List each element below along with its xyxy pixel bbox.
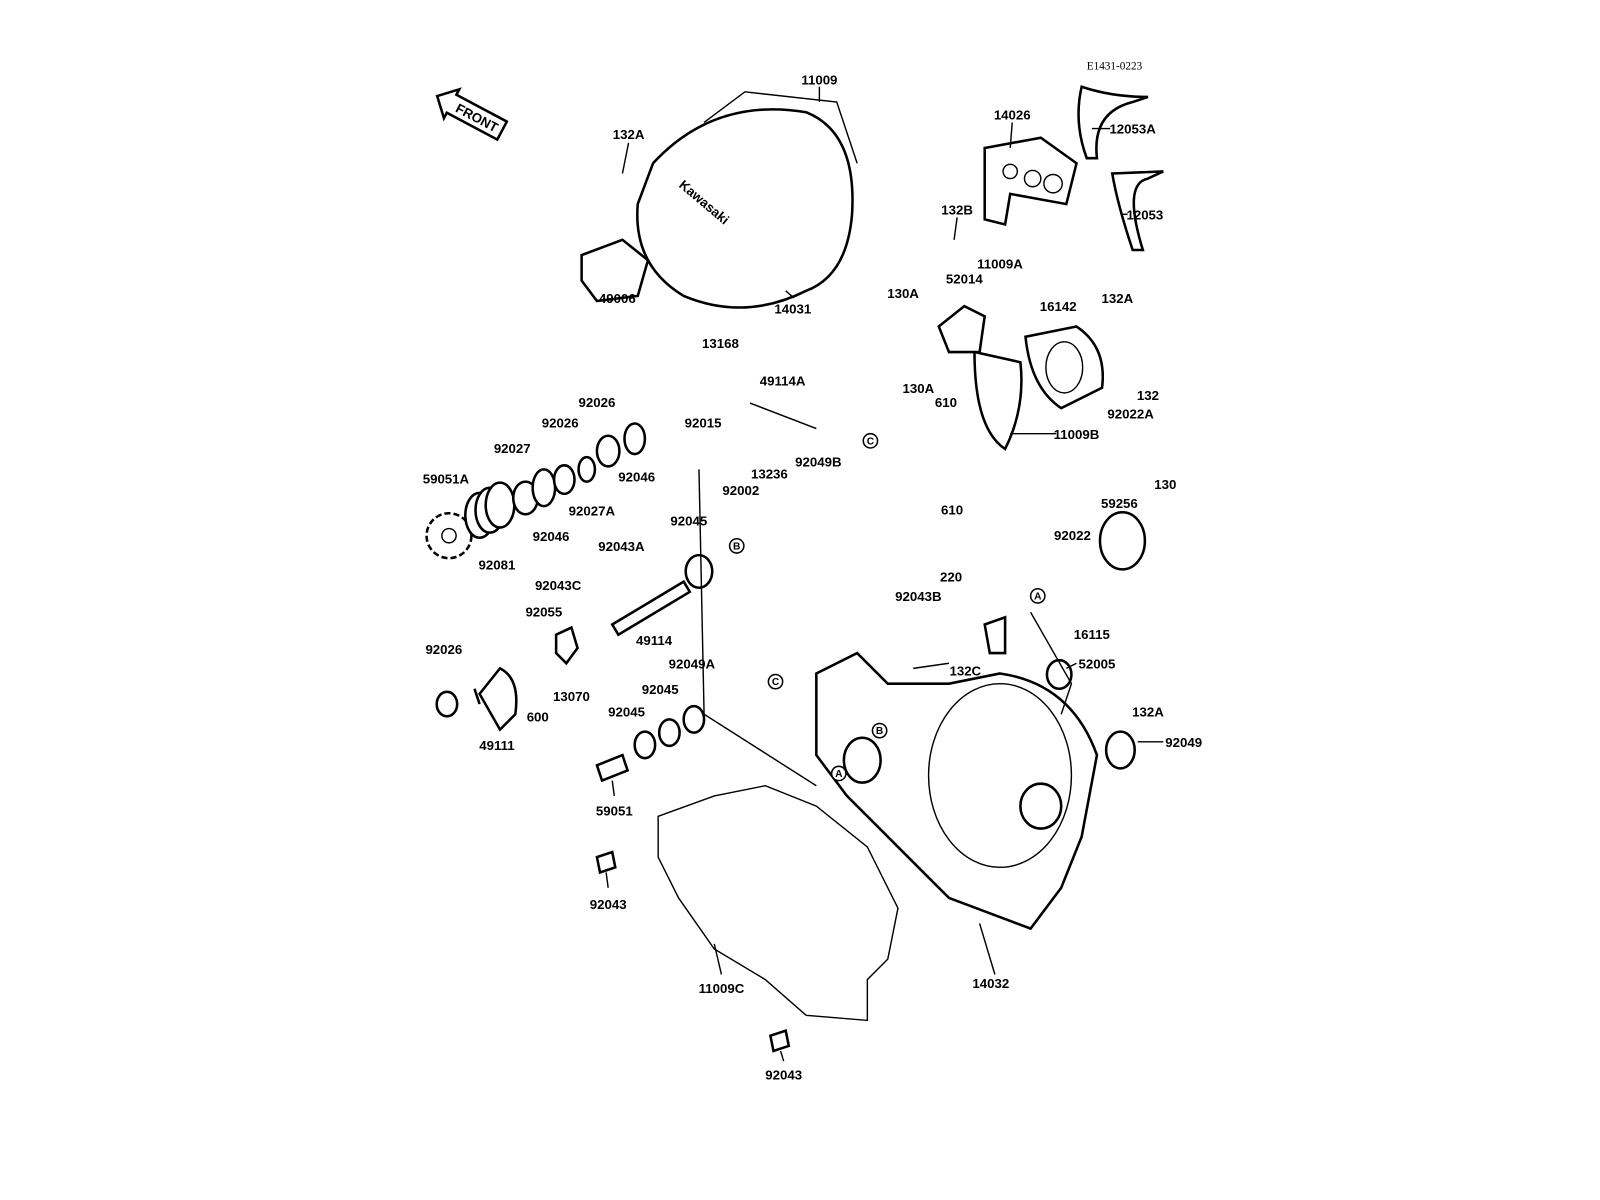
part-label: 92081 <box>479 557 516 572</box>
part-label: 92026 <box>425 642 462 657</box>
part-label: 92043 <box>765 1068 802 1083</box>
stay-12053a <box>1077 85 1149 160</box>
part-label: 132B <box>941 202 973 217</box>
reference-marker-letter: A <box>1034 591 1042 602</box>
stay-12053 <box>1110 170 1164 252</box>
reference-marker: C <box>767 673 784 690</box>
part-label: 130A <box>887 286 919 301</box>
part-label: 92045 <box>642 682 679 697</box>
reference-markers: C B A C B A <box>728 432 1046 782</box>
part-label: 52014 <box>946 272 983 287</box>
shaft-49114a <box>749 402 817 430</box>
reference-marker-letter: C <box>867 436 875 447</box>
part-label: 49114A <box>760 374 806 389</box>
crankcase-cover-14032 <box>815 651 1099 931</box>
clutch-cover-14031: Kawasaki <box>636 91 858 309</box>
reference-marker: B <box>871 722 888 739</box>
part-label: 11009B <box>1054 427 1100 442</box>
part-label: 12053 <box>1126 207 1163 222</box>
part-label: 92043 <box>590 897 627 912</box>
part-label: 14031 <box>774 301 811 316</box>
impeller-shaft-49111 <box>473 666 518 732</box>
part-label: 49114 <box>636 633 673 648</box>
part-label: 14032 <box>972 976 1009 991</box>
gasket-11009b <box>973 350 1023 451</box>
part-label: 92046 <box>618 470 655 485</box>
reference-marker-letter: C <box>772 677 780 688</box>
water-pump-cover-16142 <box>1024 325 1105 410</box>
part-label: 11009 <box>801 73 837 88</box>
part-label: 16115 <box>1074 627 1110 642</box>
part-label: 49006 <box>599 291 636 306</box>
part-label: 11009C <box>699 981 745 996</box>
shaft-49114 <box>610 579 692 637</box>
part-label: 16142 <box>1040 299 1077 314</box>
part-label: 92049A <box>669 656 716 671</box>
reference-marker-letter: B <box>733 541 740 552</box>
part-label: 13236 <box>751 467 788 482</box>
part-label: 49111 <box>479 738 514 753</box>
part-label: 52005 <box>1079 656 1116 671</box>
part-label: 610 <box>935 395 957 410</box>
part-label: 11009A <box>977 256 1023 271</box>
part-label: 132C <box>949 664 981 679</box>
part-label: 92043B <box>895 589 941 604</box>
part-label: 600 <box>527 709 549 724</box>
part-label: 130A <box>903 381 935 396</box>
reference-marker: C <box>862 432 879 449</box>
part-label: 92049B <box>795 454 841 469</box>
part-label: 92022A <box>1107 406 1154 421</box>
part-label: 92027 <box>494 441 531 456</box>
part-label: 610 <box>941 502 963 517</box>
reference-code: E1431-0223 <box>1087 60 1143 72</box>
part-label: 12053A <box>1109 122 1156 137</box>
part-label: 59051 <box>596 803 633 818</box>
part-label: 92055 <box>525 604 562 619</box>
spring-92081 <box>464 481 516 540</box>
reference-marker: B <box>728 538 745 554</box>
part-label: 92002 <box>722 483 759 498</box>
part-label: 132 <box>1137 388 1159 403</box>
part-label: 92045 <box>670 514 707 529</box>
part-label: 92046 <box>533 529 570 544</box>
gear-59051a <box>425 511 473 560</box>
front-arrow-icon: FRONT <box>435 87 509 142</box>
reference-marker: A <box>1029 588 1046 604</box>
part-label: 92027A <box>569 503 616 518</box>
part-label: 92022 <box>1054 528 1091 543</box>
holder-49006 <box>580 238 650 303</box>
part-label: 13168 <box>702 336 739 351</box>
pipe-52014 <box>937 304 987 354</box>
part-label: 130 <box>1154 477 1176 492</box>
part-number-labels: 11009132A1402612053A12053132B11009A52014… <box>423 73 1202 1083</box>
part-label: 92043A <box>598 539 645 554</box>
part-label: 132A <box>613 127 645 142</box>
reference-marker-letter: B <box>876 726 883 737</box>
part-label: 14026 <box>994 107 1031 122</box>
part-label: 59256 <box>1101 496 1138 511</box>
part-label: 132A <box>1102 291 1134 306</box>
part-label: 92026 <box>579 395 616 410</box>
part-label: 92026 <box>542 416 579 431</box>
gear-59051 <box>595 753 630 783</box>
reference-marker-letter: A <box>835 769 843 780</box>
reference-marker: A <box>830 765 847 782</box>
part-label: 92045 <box>608 704 645 719</box>
leader-lines <box>605 86 1164 1062</box>
gasket-11009c <box>657 784 899 1022</box>
part-label: 92049 <box>1165 735 1202 750</box>
bracket-14026 <box>983 136 1078 227</box>
part-label: 59051A <box>423 472 470 487</box>
part-label: 13070 <box>553 689 590 704</box>
part-label: 132A <box>1132 704 1164 719</box>
part-label: 92015 <box>685 416 722 431</box>
part-label: 220 <box>940 570 962 585</box>
part-label: 92043C <box>535 578 582 593</box>
lever-13070 <box>554 625 579 666</box>
impeller-59256 <box>1098 510 1147 571</box>
